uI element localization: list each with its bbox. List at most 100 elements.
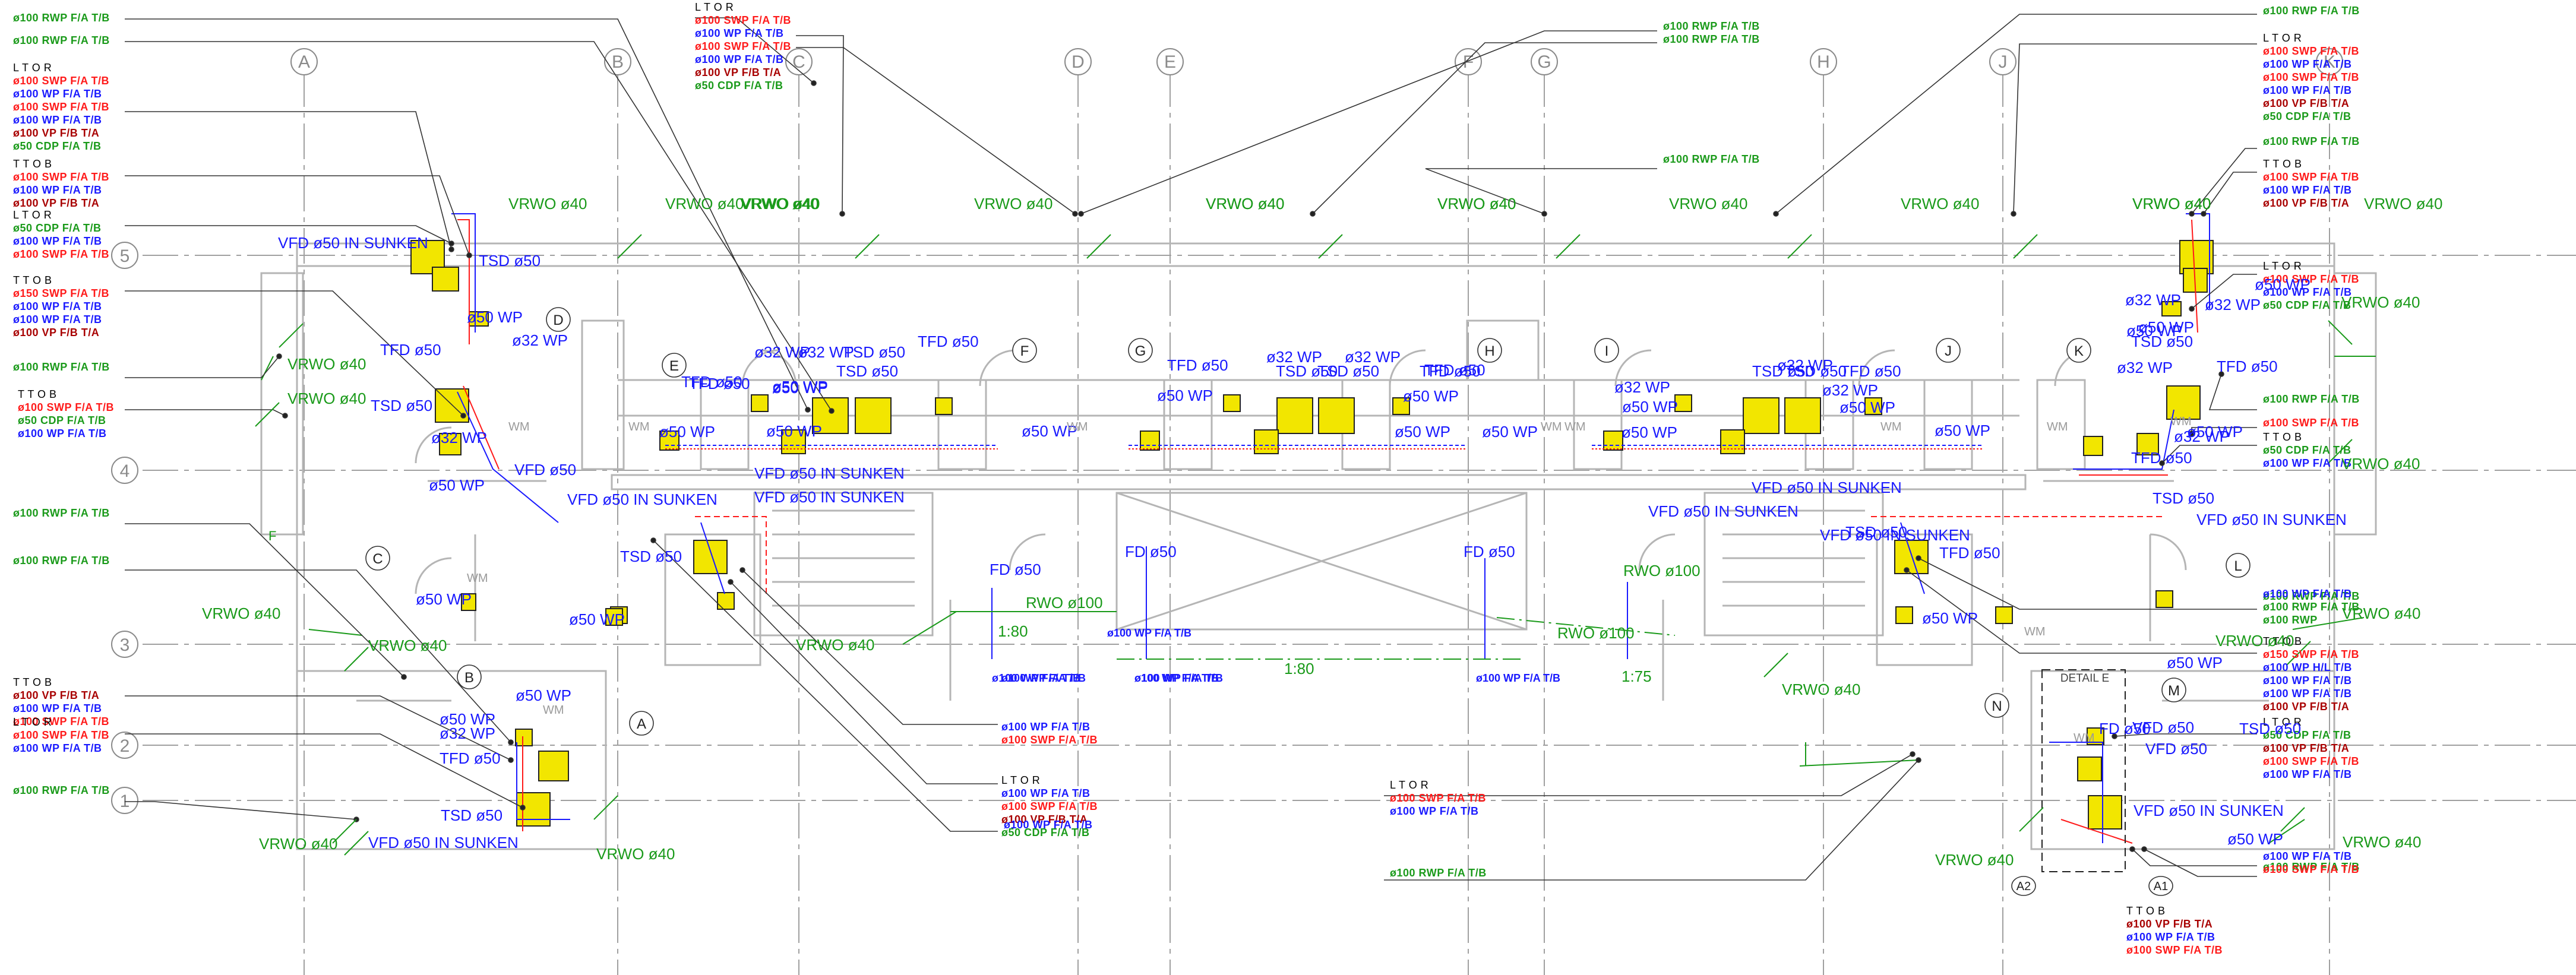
pipe-label: TSD ø50 xyxy=(1752,362,1814,380)
svg-text:D: D xyxy=(553,312,563,328)
leader-line xyxy=(1775,14,2257,214)
note-line: ø100 SWP F/A T/B xyxy=(2263,273,2359,285)
leader-line xyxy=(125,569,511,743)
pipe-label: ø32 WP xyxy=(1266,348,1322,366)
detail-tag-A1: A1 xyxy=(2148,876,2173,896)
note-line: ø100 RWP F/A T/B xyxy=(13,12,110,24)
leader-line xyxy=(695,17,814,84)
note-line: ø100 WP F/A T/B xyxy=(13,235,102,247)
leader-dot xyxy=(448,240,454,246)
note-line: ø100 WP F/A T/B xyxy=(2263,286,2352,298)
pipe-label: TSD ø50 xyxy=(1276,362,1338,380)
leader-dot xyxy=(2201,211,2207,217)
note-line: ø100 WP F/A T/B xyxy=(1134,672,1224,684)
note-group-0: ø100 RWP F/A T/B xyxy=(13,12,110,24)
note-line: ø100 WP F/A T/B xyxy=(695,53,784,65)
note-group-24: ø100 RWP F/A T/B xyxy=(2263,590,2359,602)
note-line: ø100 SWP F/A T/B xyxy=(2263,171,2359,183)
note-line: ø100 RWP F/A T/B xyxy=(1390,867,1487,879)
leader-line xyxy=(1080,30,1657,214)
pipe-label: ø100 WP F/A T/B xyxy=(1134,672,1219,684)
pipe-label: ø50 WP xyxy=(1403,387,1459,405)
note-group-22: ø100 SWP F/A T/B xyxy=(2263,417,2359,429)
leader-dot xyxy=(728,579,734,585)
note-line: ø50 CDP F/A T/B xyxy=(695,80,783,91)
note-line: ø100 VP F/B T/A xyxy=(13,689,99,701)
leader-dot xyxy=(282,413,288,419)
room-tag-H: H xyxy=(1477,338,1502,363)
svg-text:K: K xyxy=(2074,343,2084,359)
leader-line xyxy=(1384,759,1919,881)
pipe-label: 1:75 xyxy=(1622,667,1652,685)
note-line: ø100 SWP F/A T/B xyxy=(2263,863,2359,875)
walls xyxy=(260,242,2377,850)
note-line: L T O R xyxy=(1001,774,1040,786)
pipe-label: VFD ø50 xyxy=(2132,718,2194,736)
pipe-label: RWO ø100 xyxy=(1623,562,1701,580)
grid-bubble-row-1: 1 xyxy=(111,787,138,814)
grid-bubble-col-B: B xyxy=(604,48,631,75)
leader-line xyxy=(1906,569,2257,654)
leader-line xyxy=(2208,373,2257,410)
pipe-label: VRWO ø40 xyxy=(202,604,280,622)
note-line: ø100 RWP F/A T/B xyxy=(1663,33,1760,45)
leader-dot xyxy=(1916,555,1921,561)
pipe-label: TFD ø50 xyxy=(380,341,441,359)
svg-text:L: L xyxy=(2234,558,2242,574)
note-line: ø100 VP F/B T/A xyxy=(2263,742,2349,754)
leader-line xyxy=(125,523,404,678)
pipe-label: ø50 WP xyxy=(569,610,625,628)
leader-line xyxy=(1918,558,2257,610)
room-tag-D: D xyxy=(546,307,571,332)
note-group-36: ø100 WP F/A T/B xyxy=(992,672,1080,684)
note-line: ø100 WP F/A T/B xyxy=(1001,787,1091,799)
pipe-label: VRWO ø40 xyxy=(2215,632,2294,650)
note-line: L T O R xyxy=(2263,260,2302,272)
note-line: ø100 RWP F/A T/B xyxy=(13,34,110,46)
note-line: ø100 RWP F/A T/B xyxy=(13,507,110,519)
svg-text:2: 2 xyxy=(120,736,130,756)
pipe-label: ø50 WP xyxy=(772,378,828,395)
note-line: ø100 SWP F/A T/B xyxy=(2263,755,2359,767)
leader-dot xyxy=(2218,371,2224,377)
pipe-label: ø50 WP xyxy=(2187,423,2243,441)
pipe-label: VRWO ø40 xyxy=(1669,195,1747,213)
room-tag-K: K xyxy=(2066,338,2091,363)
pipe-label: TSD ø50 xyxy=(843,343,905,361)
leader-dot xyxy=(1916,757,1921,763)
leader-line xyxy=(125,356,280,378)
pipe-label: ø32 WP xyxy=(512,331,568,349)
note-line: ø50 CDP F/A T/B xyxy=(2263,729,2351,741)
pipe-label: ø32 WP xyxy=(1345,348,1401,366)
pipe-label: VRWO ø40 xyxy=(2343,833,2421,851)
leader-line xyxy=(125,41,832,411)
note-line: ø150 SWP F/A T/B xyxy=(2263,648,2359,660)
pipe-label: ø50 WP xyxy=(1395,423,1450,441)
leader-line xyxy=(125,801,357,820)
note-line: ø100 WP F/A T/B xyxy=(13,314,102,325)
pipe-label: TSD ø50 xyxy=(1785,362,1847,380)
washing-machine-tag: WM xyxy=(2170,415,2192,428)
svg-text:4: 4 xyxy=(120,461,130,481)
note-line: ø100 RWP F/A T/B xyxy=(1663,153,1760,165)
pipe-label: ø50 WP xyxy=(772,379,828,397)
note-line: ø100 SWP F/A T/B xyxy=(695,14,791,26)
note-line: ø100 WP F/A T/B xyxy=(2263,588,2352,600)
svg-text:A2: A2 xyxy=(2016,880,2031,893)
leader-line xyxy=(2191,148,2257,214)
leader-dot xyxy=(2189,306,2195,312)
pipe-label: VRWO ø40 xyxy=(259,835,337,853)
pipe-label: VFD ø50 IN SUNKEN xyxy=(278,234,428,252)
pipe-label: TSD ø50 xyxy=(2153,489,2214,507)
leader-lines xyxy=(125,14,2257,881)
note-line: ø100 SWP F/A T/B xyxy=(2263,417,2359,429)
note-line: ø100 SWP F/A T/B xyxy=(13,248,109,260)
leader-line xyxy=(125,695,511,761)
leader-dot xyxy=(448,246,454,252)
pipe-label: TFD ø50 xyxy=(1167,356,1228,374)
svg-text:M: M xyxy=(2168,683,2180,699)
